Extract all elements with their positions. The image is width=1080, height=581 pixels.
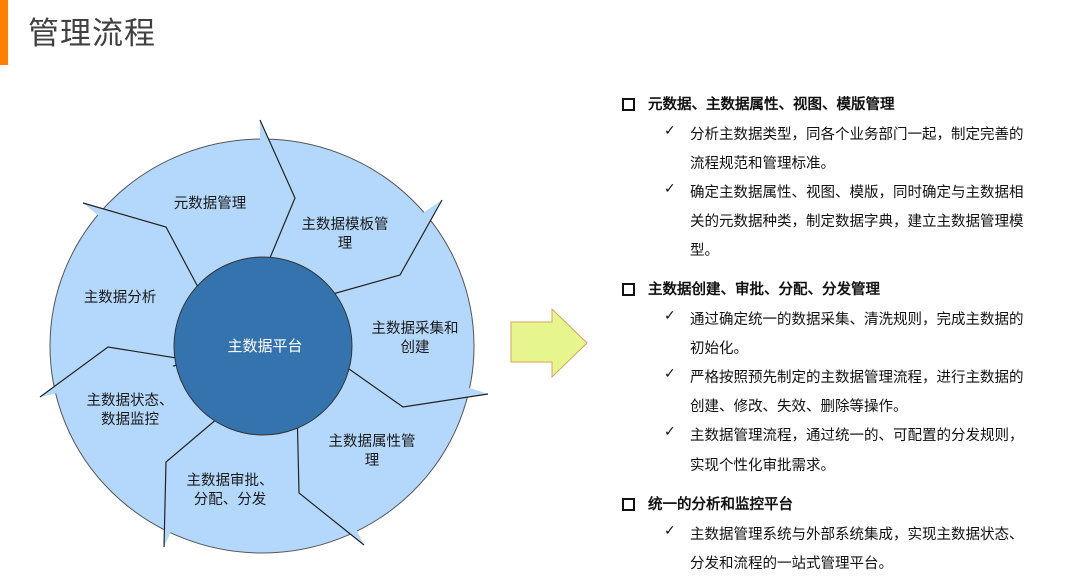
- bullet-text: 型。: [690, 243, 719, 260]
- bullet-text: 确定主数据属性、视图、模版，同时确定与主数据相: [690, 184, 1024, 201]
- bullet-text: 通过确定统一的数据采集、清洗规则，完成主数据的: [690, 311, 1024, 328]
- segment-label: 主数据状态、: [87, 392, 174, 409]
- arrow-spike: [403, 388, 488, 407]
- center-platform: [173, 256, 353, 436]
- check-icon: ✓: [664, 424, 676, 441]
- bullet-text: 流程规范和管理标准。: [690, 155, 835, 172]
- segment-label: 主数据审批、: [187, 472, 274, 489]
- square-bullet-icon: [622, 283, 635, 296]
- bullet-text: 分发和流程的一站式管理平台。: [690, 555, 893, 572]
- check-icon: ✓: [664, 180, 676, 197]
- segment-label: 主数据属性管: [329, 433, 416, 450]
- segment-label: 主数据模板管: [302, 215, 389, 233]
- right-arrow-icon: [510, 307, 588, 379]
- check-icon: ✓: [664, 365, 676, 382]
- section-heading: 统一的分析和监控平台: [648, 497, 793, 513]
- bullet-text: 分析主数据类型，同各个业务部门一起，制定完善的: [690, 126, 1024, 143]
- title-accent-bar: [0, 0, 8, 65]
- segment-label: 创建: [401, 339, 430, 356]
- section-heading: 主数据创建、审批、分配、分发管理: [648, 282, 880, 298]
- arrow-spike: [164, 462, 173, 547]
- bullet-text: 实现个性化审批需求。: [690, 457, 835, 474]
- bullet-text: 主数据管理系统与外部系统集成，实现主数据状态、: [690, 526, 1024, 543]
- page-title: 管理流程: [28, 16, 156, 52]
- segment-label: 理: [338, 236, 353, 252]
- check-icon: ✓: [664, 522, 676, 539]
- bullet-text: 主数据管理流程，通过统一的、可配置的分发规则，: [690, 428, 1024, 445]
- bullet-text: 创建、修改、失效、删除等操作。: [690, 399, 908, 416]
- segment-label: 数据监控: [101, 411, 159, 428]
- bullet-text: 关的元数据种类，制定数据字典，建立主数据管理模: [690, 214, 1024, 231]
- segment-label: 分配、分发: [194, 491, 267, 508]
- check-icon: ✓: [664, 122, 676, 139]
- segment-label: 主数据采集和: [372, 320, 459, 337]
- section-heading: 元数据、主数据属性、视图、模版管理: [648, 97, 895, 113]
- segment-label: 理: [365, 453, 380, 469]
- bullet-text: 初始化。: [690, 340, 748, 357]
- segment-label: 元数据管理: [174, 195, 247, 212]
- segment-label: 主数据分析: [84, 289, 157, 306]
- square-bullet-icon: [622, 98, 635, 111]
- bullet-text: 严格按照预先制定的主数据管理流程，进行主数据的: [690, 369, 1024, 386]
- check-icon: ✓: [664, 307, 676, 324]
- square-bullet-icon: [622, 498, 635, 511]
- center-label: 主数据平台: [227, 337, 302, 355]
